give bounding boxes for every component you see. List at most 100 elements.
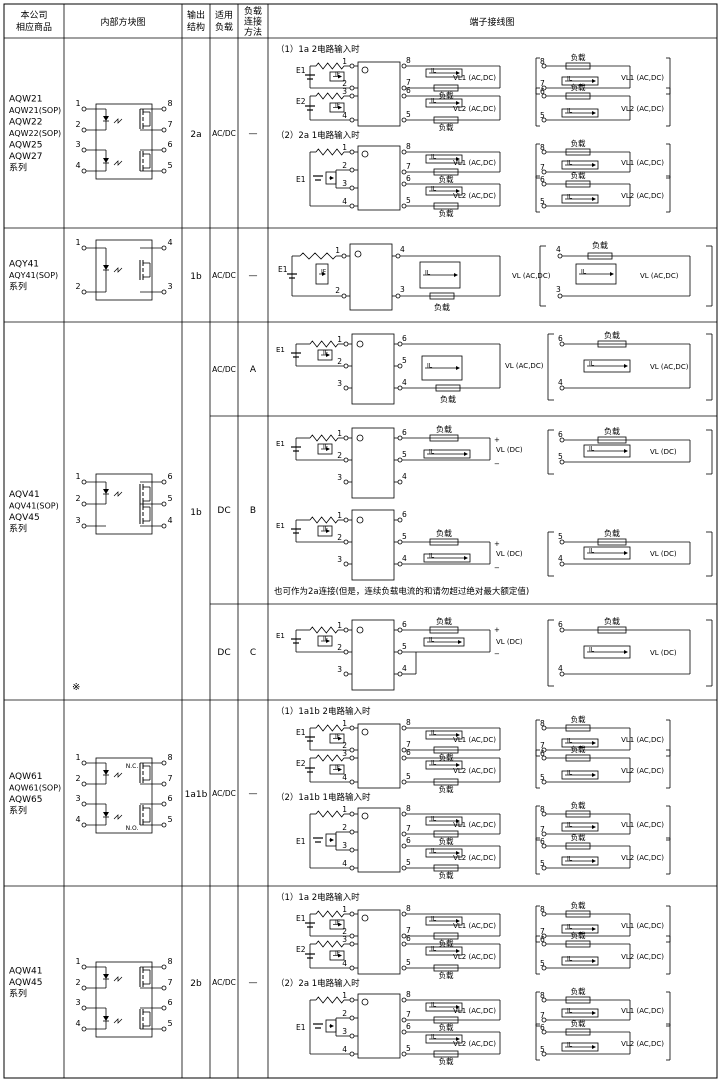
pin-number: 6 xyxy=(406,86,411,95)
voltage-label: VL1 (AC,DC) xyxy=(621,159,664,167)
voltage-label: VL2 (AC,DC) xyxy=(621,105,664,113)
pin-number: 8 xyxy=(406,142,411,151)
current-indicator xyxy=(425,760,463,770)
light-arrow-icon xyxy=(113,267,123,273)
terminal xyxy=(349,965,355,971)
pin-number: 7 xyxy=(406,1010,411,1019)
terminal xyxy=(557,253,563,259)
current-indicator xyxy=(561,160,599,170)
current-indicator xyxy=(317,525,333,537)
voltage-label: VL1 (AC,DC) xyxy=(453,736,496,744)
relay-package xyxy=(357,993,401,1059)
input-resistor-icon xyxy=(315,910,345,918)
load-label: 负载 xyxy=(439,870,454,880)
pin-number: 4 xyxy=(342,1045,347,1054)
pin-number: 1 xyxy=(337,511,342,520)
pin-number: 6 xyxy=(540,749,545,758)
arrow-icon xyxy=(456,1005,460,1009)
pin-number: 8 xyxy=(406,904,411,913)
pin-number: 4 xyxy=(402,378,407,387)
no-label: N.O. xyxy=(126,825,139,832)
current-indicator xyxy=(329,102,345,113)
current-indicator xyxy=(425,154,463,164)
input-resistor-icon xyxy=(315,92,345,100)
load-resistor-icon xyxy=(433,116,459,124)
load-resistor-icon xyxy=(565,910,591,918)
product-name: AQW22 xyxy=(9,118,42,128)
arrow-icon xyxy=(456,366,460,370)
terminal xyxy=(343,435,349,441)
current-indicator xyxy=(561,822,599,832)
light-arrow-icon xyxy=(113,772,123,778)
terminal xyxy=(343,539,349,545)
arrow-icon xyxy=(464,452,468,456)
input-resistor-icon xyxy=(309,516,339,524)
pin-number: 7 xyxy=(540,741,545,750)
voltage-label: VL (DC) xyxy=(496,638,523,646)
terminal xyxy=(349,167,355,173)
pin-number: 2 xyxy=(75,494,80,503)
relay-package xyxy=(351,333,395,405)
pin-number: 4 xyxy=(342,959,347,968)
load-label: 负载 xyxy=(436,424,452,434)
arrow-icon xyxy=(456,1037,460,1041)
current-indicator xyxy=(425,1002,463,1012)
arrow-icon xyxy=(592,163,596,167)
terminal xyxy=(349,997,355,1003)
arrow-icon xyxy=(592,825,596,829)
input-resistor-icon xyxy=(315,62,345,70)
connect-method: C xyxy=(250,648,256,658)
current-indicator xyxy=(561,108,599,118)
pin-number: 6 xyxy=(558,430,563,439)
pin-number: 6 xyxy=(558,334,563,343)
product-name: AQW27 xyxy=(9,152,42,162)
current-label: IF xyxy=(335,764,341,771)
terminal xyxy=(349,865,355,871)
load-label: 负载 xyxy=(571,1018,586,1028)
voltage-label: VL2 (AC,DC) xyxy=(453,105,496,113)
pin-number: 6 xyxy=(167,140,172,149)
load-label: 负载 xyxy=(571,744,586,754)
current-indicator xyxy=(561,1008,599,1018)
pin-number: 6 xyxy=(402,510,407,519)
voltage-label: VL (AC,DC) xyxy=(512,272,551,280)
input-resistor-icon xyxy=(309,340,339,348)
input-resistor-icon xyxy=(299,252,337,260)
voltage-label: VL (DC) xyxy=(650,649,677,657)
current-label: IL xyxy=(567,160,573,167)
pin-number: 8 xyxy=(167,957,172,966)
output-structure: 1a1b xyxy=(185,790,208,800)
relay-package xyxy=(349,243,393,311)
pin-number: 6 xyxy=(402,334,407,343)
pin xyxy=(81,127,87,133)
pin-number: 5 xyxy=(558,532,563,541)
pin-number: 8 xyxy=(540,991,545,1000)
pin-number: 7 xyxy=(540,163,545,172)
terminal xyxy=(349,1033,355,1039)
current-indicator xyxy=(325,171,337,185)
pin xyxy=(161,168,167,174)
terminal xyxy=(343,561,349,567)
pin-number: 6 xyxy=(167,472,172,481)
pin-number: 5 xyxy=(402,642,407,651)
pin xyxy=(81,1026,87,1032)
terminal xyxy=(349,63,355,69)
current-label: IL xyxy=(431,816,437,823)
pin xyxy=(161,822,167,828)
load-type: AC/DC xyxy=(212,129,236,138)
pin-number: 3 xyxy=(75,140,80,149)
current-label: IF xyxy=(335,950,341,957)
pin-number: 7 xyxy=(167,774,172,783)
connect-method: B xyxy=(250,506,256,516)
current-label: IL xyxy=(581,269,587,276)
pin-number: 1 xyxy=(342,991,347,1000)
load-resistor-icon xyxy=(565,148,591,156)
pin-number: 1 xyxy=(342,805,347,814)
source-label: E1 xyxy=(296,1023,306,1032)
relay-package xyxy=(357,909,401,975)
